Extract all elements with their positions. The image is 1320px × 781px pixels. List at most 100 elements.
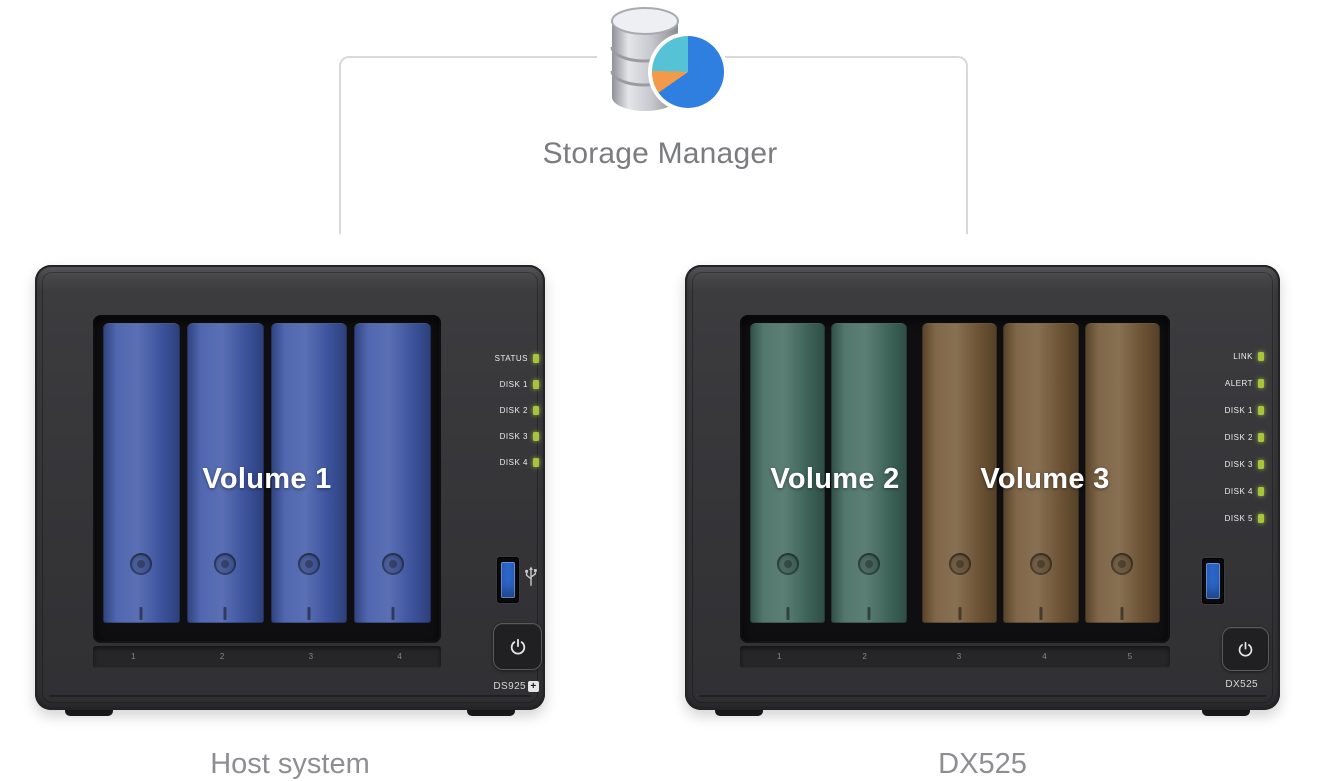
led-label: DISK 1 [1224, 406, 1253, 415]
volume-label: Volume 3 [980, 463, 1110, 495]
led-indicator [533, 353, 539, 363]
led-row: DISK 5 [1158, 505, 1266, 532]
tray-latch [867, 607, 871, 620]
led-row: DISK 2 [433, 397, 541, 423]
drive-bay [93, 315, 441, 643]
drive-tray [921, 323, 998, 623]
tray-latch [1120, 607, 1124, 620]
case-seam [49, 695, 531, 697]
device-foot [65, 706, 113, 716]
database-icon [610, 7, 680, 111]
power-button [1222, 627, 1269, 671]
led-label: STATUS [494, 353, 528, 363]
led-indicator [533, 431, 539, 441]
tray-latch [391, 607, 395, 620]
power-icon [1238, 641, 1253, 657]
drive-bay [740, 315, 1170, 643]
nas-device-expansion: Volume 2 Volume 3 1 2 3 4 5 LINK ALERT D… [685, 265, 1280, 716]
drive-tray [354, 323, 431, 623]
device-foot [715, 706, 763, 716]
case-seam [699, 695, 1266, 697]
tray-latch [223, 607, 227, 620]
led-label: DISK 4 [1224, 487, 1253, 496]
led-label: ALERT [1224, 379, 1253, 388]
tray-latch [958, 607, 962, 620]
led-label: LINK [1233, 352, 1253, 361]
lock-screw-icon [948, 553, 971, 575]
led-panel: LINK ALERT DISK 1 DISK 2 DISK 3 DISK 4 [1158, 343, 1266, 532]
plus-badge: + [528, 681, 539, 692]
volume-label: Volume 2 [770, 463, 900, 495]
device-foot [1202, 706, 1250, 716]
model-text: DX525 [1225, 679, 1258, 690]
led-indicator [1258, 352, 1264, 361]
tray-latch [307, 607, 311, 620]
drive-tray [103, 323, 180, 623]
nas-device-host: Volume 1 1 2 3 4 STATUS DISK 1 DISK 2 DI… [35, 265, 545, 716]
led-row: ALERT [1158, 370, 1266, 397]
device-caption-expansion: DX525 [938, 748, 1027, 780]
power-button [493, 623, 542, 670]
led-label: DISK 2 [499, 405, 528, 415]
lock-screw-icon [1111, 553, 1134, 575]
led-indicator [1258, 379, 1264, 388]
led-label: DISK 2 [1224, 433, 1253, 442]
usb-port [497, 557, 519, 603]
connector-line-right [725, 56, 968, 234]
expansion-port [1202, 558, 1224, 604]
bay-number: 1 [131, 652, 137, 661]
bay-numbers: 1 2 3 4 [93, 652, 441, 661]
tray-latch [139, 607, 143, 620]
led-row: DISK 1 [1158, 397, 1266, 424]
led-label: DISK 5 [1224, 514, 1253, 523]
led-indicator [1258, 460, 1264, 469]
led-row: DISK 3 [1158, 451, 1266, 478]
led-label: DISK 3 [499, 431, 528, 441]
drive-tray [1003, 323, 1079, 623]
device-foot [467, 706, 515, 716]
device-caption-host: Host system [210, 748, 370, 780]
bay-number: 2 [219, 652, 226, 661]
usb-port-pin [501, 562, 515, 598]
bay-numbers: 1 2 3 4 5 [740, 652, 1170, 661]
led-row: DISK 1 [433, 371, 541, 397]
model-label: DX525 [1225, 679, 1258, 690]
drive-tray-group [750, 323, 1161, 623]
bay-number: 4 [1042, 652, 1048, 661]
led-row: DISK 2 [1158, 424, 1266, 451]
lock-screw-icon [297, 553, 320, 575]
vent-strip [93, 646, 441, 668]
led-row: DISK 4 [433, 449, 541, 475]
connector-line-left [339, 56, 597, 234]
lock-screw-icon [130, 553, 153, 575]
led-row: DISK 4 [1158, 478, 1266, 505]
led-label: DISK 1 [499, 379, 528, 389]
lock-screw-icon [214, 553, 237, 575]
storage-manager-label: Storage Manager [542, 137, 778, 170]
expansion-port-pin [1206, 563, 1220, 599]
led-label: DISK 3 [1224, 460, 1253, 469]
lock-screw-icon [776, 553, 799, 575]
storage-manager-icon [598, 4, 730, 116]
bay-number: 3 [956, 652, 963, 661]
pie-chart-icon [652, 36, 724, 108]
lock-screw-icon [1029, 553, 1052, 575]
bay-number: 4 [397, 652, 403, 661]
bay-number: 5 [1127, 652, 1134, 661]
volume-label: Volume 1 [202, 463, 332, 495]
led-row: DISK 3 [433, 423, 541, 449]
drive-tray [1084, 323, 1161, 623]
led-indicator [1258, 514, 1264, 523]
drive-tray-group [103, 323, 431, 623]
bay-number: 1 [776, 652, 783, 661]
led-indicator [1258, 406, 1264, 415]
model-label: DS925 + [493, 681, 539, 692]
drive-tray [186, 323, 264, 623]
led-row: STATUS [433, 345, 541, 371]
bay-number: 3 [308, 652, 315, 661]
led-indicator [533, 379, 539, 389]
model-text: DS925 [493, 681, 526, 692]
led-indicator [1258, 433, 1264, 442]
tray-latch [1039, 607, 1043, 620]
